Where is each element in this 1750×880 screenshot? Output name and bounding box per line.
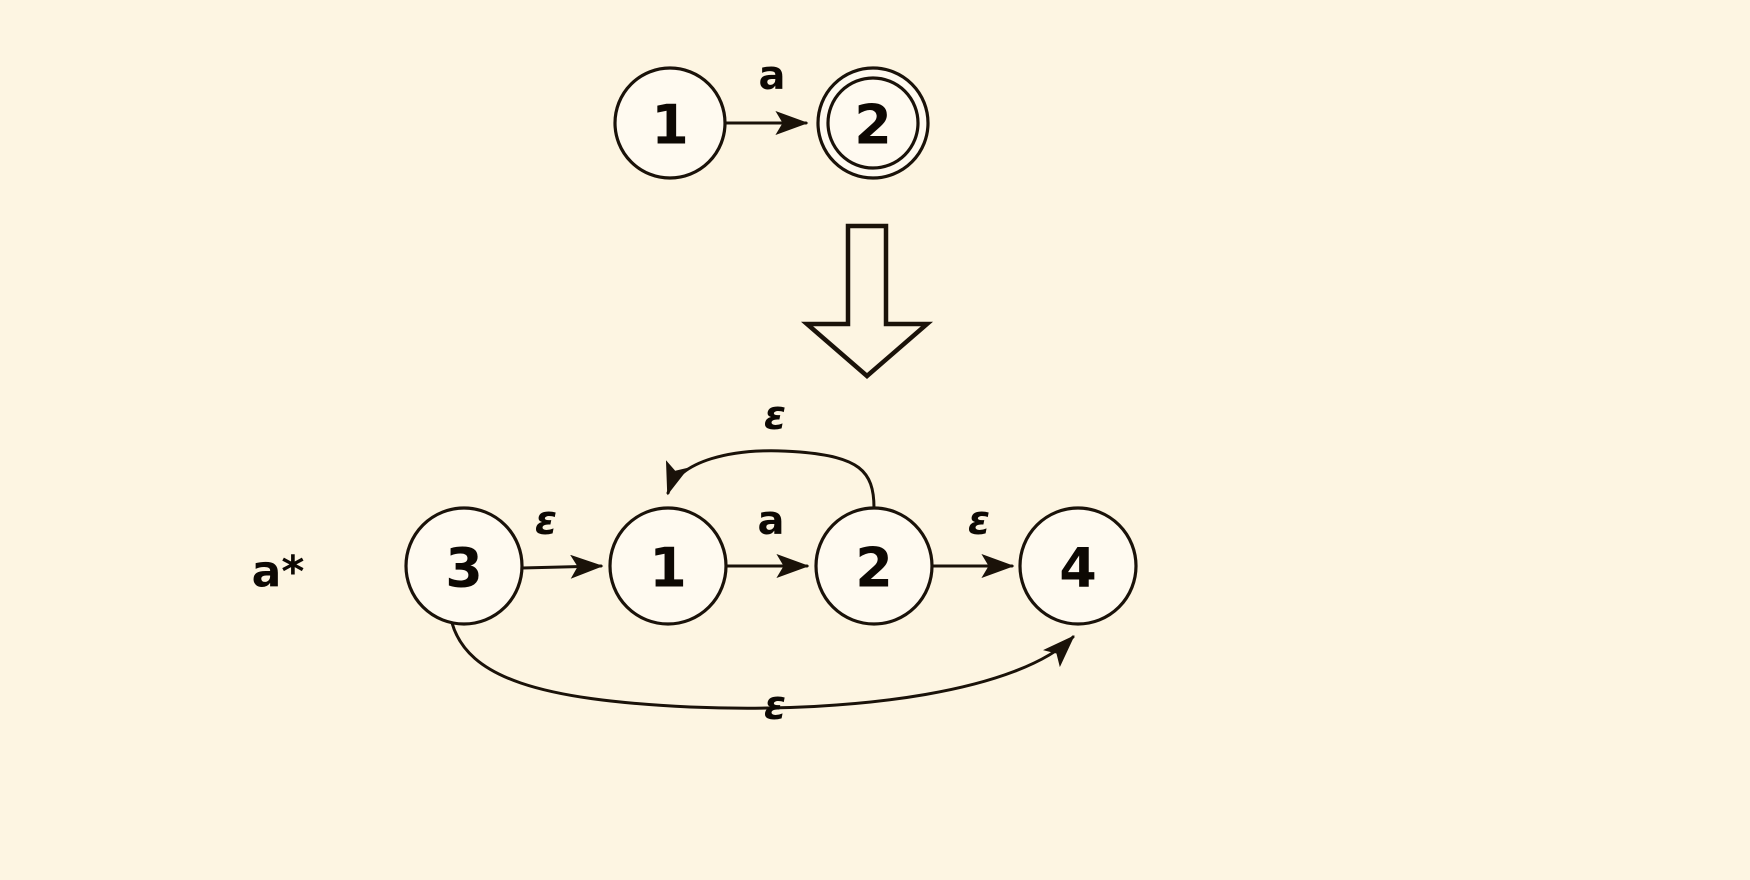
state-node-1-bottom[interactable] [608,506,728,626]
downward-block-arrow-icon [800,223,934,379]
edge-b3-to-b1 [520,554,604,579]
edge-label-b1-b2-a: a [758,498,785,544]
state-label-4: 4 [1059,537,1097,600]
regex-expression-label: a* [252,547,305,598]
conversion-arrow-group [800,223,934,379]
state-label-3: 3 [445,537,483,600]
state-node-2-bottom[interactable] [814,506,934,626]
state-node-2-top-accepting-inner-ring [826,76,920,170]
edge-label-b2-b4-epsilon: ε [968,498,990,544]
edge-b3-to-b4-epsilon-arc [450,621,1075,710]
state-node-1-top[interactable] [613,66,727,180]
state-node-4[interactable] [1018,506,1138,626]
edge-b2-to-b1-epsilon-arc [666,449,876,510]
edge-label-top-a: a [759,53,786,99]
state-label-2-top: 2 [854,94,892,157]
top-automaton-group: a 1 2 [613,53,930,180]
bottom-automaton-group: ε ε ε a ε 3 1 2 4 [404,393,1138,729]
edge-label-arc-below-epsilon: ε [764,683,786,729]
state-label-2-bottom: 2 [855,537,893,600]
state-label-1-bottom: 1 [649,537,687,600]
state-node-3[interactable] [404,506,524,626]
edge-label-b3-b1-epsilon: ε [535,498,557,544]
state-label-1-top: 1 [651,94,689,157]
edge-label-arc-above-epsilon: ε [764,393,786,439]
